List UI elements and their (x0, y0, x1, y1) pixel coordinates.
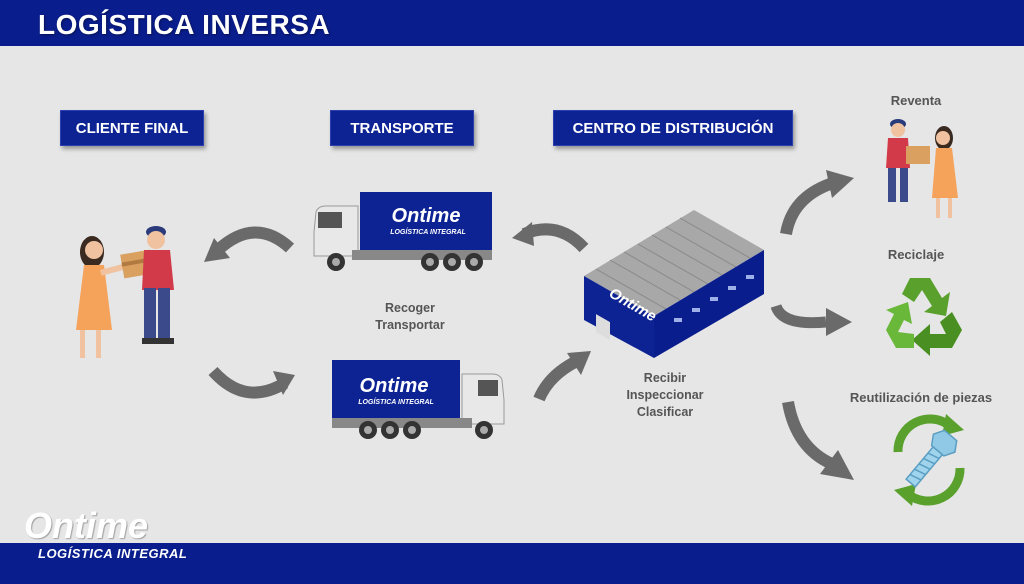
arrow-transporte-to-cliente (204, 226, 295, 262)
arrow-to-reciclaje (770, 303, 852, 336)
bolt-reuse-icon (893, 414, 965, 506)
truck-bottom-brand: Ontime (360, 375, 429, 397)
label-reutilizacion: Reutilización de piezas (849, 390, 993, 405)
ontime-logo: Ontime LOGÍSTICA INTEGRAL (24, 505, 194, 562)
caption-recoger: Recoger (384, 301, 436, 315)
footer-bar (0, 543, 1024, 584)
label-reventa: Reventa (890, 93, 942, 108)
logo-tagline: LOGÍSTICA INTEGRAL (38, 546, 188, 561)
caption-centro: Recibir Inspeccionar Clasificar (605, 370, 725, 421)
recycle-icon (886, 278, 962, 356)
reventa-illustration (886, 119, 958, 218)
truck-top-tagline: LOGÍSTICA INTEGRAL (390, 227, 466, 236)
arrow-cliente-to-transporte (208, 366, 295, 399)
warehouse-illustration: Ontime (584, 210, 764, 358)
truck-bottom-tagline: LOGÍSTICA INTEGRAL (358, 397, 434, 406)
caption-clasificar: Clasificar (636, 405, 694, 419)
arrow-transporte-to-centro (533, 351, 591, 402)
customer-courier-illustration (76, 226, 174, 358)
truck-top: Ontime LOGÍSTICA INTEGRAL (313, 192, 492, 271)
label-centro-distribucion: CENTRO DE DISTRIBUCIÓN (553, 110, 793, 146)
label-reciclaje: Reciclaje (887, 247, 945, 262)
truck-top-brand: Ontime (392, 205, 461, 227)
caption-recibir: Recibir (643, 371, 687, 385)
label-transporte: TRANSPORTE (330, 110, 474, 146)
caption-inspeccionar: Inspeccionar (626, 388, 704, 402)
header-bar: LOGÍSTICA INVERSA (0, 0, 1024, 46)
arrow-to-reventa (780, 170, 854, 236)
caption-transporte: Recoger Transportar (340, 300, 480, 334)
page-title: LOGÍSTICA INVERSA (38, 9, 331, 40)
truck-bottom: Ontime LOGÍSTICA INTEGRAL (332, 360, 505, 439)
arrow-centro-to-transporte (512, 222, 589, 253)
arrow-to-reutilizacion (782, 400, 854, 480)
logo-brand: Ontime (24, 505, 149, 546)
label-cliente-final: CLIENTE FINAL (60, 110, 204, 146)
caption-transportar: Transportar (375, 318, 445, 332)
